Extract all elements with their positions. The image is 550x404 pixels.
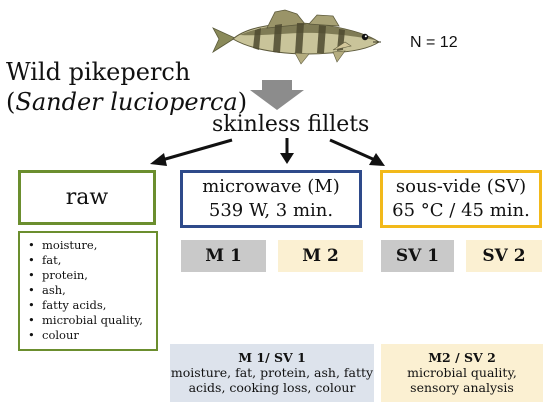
arrow-to-raw — [150, 138, 233, 166]
grey-block-arrow-icon — [250, 80, 304, 110]
species-latin-name: (Sander lucioperca) — [6, 88, 247, 116]
arrow-to-microwave — [280, 138, 294, 164]
raw-label: raw — [65, 185, 109, 210]
subgroup-sv2: SV 2 — [466, 240, 542, 272]
latin-name-text: Sander lucioperca — [15, 88, 238, 116]
microwave-box: microwave (M) 539 W, 3 min. — [180, 170, 362, 228]
m2-sv2-analyses-panel: M2 / SV 2 microbial quality, sensory ana… — [381, 344, 543, 402]
sample-size-label: N = 12 — [410, 34, 458, 51]
list-item: fatty acids, — [26, 298, 152, 313]
list-item: microbial quality, — [26, 313, 152, 328]
subgroup-sv1: SV 1 — [381, 240, 454, 272]
panel-text-line: moisture, fat, protein, ash, fatty — [170, 365, 374, 380]
microwave-title: microwave (M) — [202, 176, 340, 197]
sous-vide-title: sous-vide (SV) — [395, 176, 527, 197]
subgroup-m1: M 1 — [181, 240, 266, 272]
panel-heading: M 1/ SV 1 — [238, 350, 306, 365]
list-item: ash, — [26, 283, 152, 298]
sous-vide-conditions: 65 °C / 45 min. — [392, 200, 530, 221]
raw-box: raw — [18, 170, 156, 225]
latin-open-paren: ( — [6, 88, 16, 116]
skinless-fillets-label: skinless fillets — [212, 112, 370, 137]
microwave-conditions: 539 W, 3 min. — [208, 200, 334, 221]
list-item: moisture, — [26, 238, 152, 253]
panel-text-line: sensory analysis — [410, 380, 514, 395]
species-common-name: Wild pikeperch — [6, 58, 191, 86]
arrow-to-sous-vide — [329, 138, 385, 166]
list-item: fat, — [26, 253, 152, 268]
list-item: colour — [26, 328, 152, 343]
sous-vide-box: sous-vide (SV) 65 °C / 45 min. — [380, 170, 542, 228]
subgroup-m2: M 2 — [278, 240, 363, 272]
pikeperch-fish-icon — [212, 9, 381, 65]
panel-heading: M2 / SV 2 — [428, 350, 496, 365]
list-item: protein, — [26, 268, 152, 283]
latin-close-paren: ) — [237, 88, 248, 116]
panel-text-line: acids, cooking loss, colour — [188, 380, 356, 395]
m1-sv1-analyses-panel: M 1/ SV 1 moisture, fat, protein, ash, f… — [170, 344, 374, 402]
raw-analyses-list: moisture, fat, protein, ash, fatty acids… — [18, 231, 158, 351]
panel-text-line: microbial quality, — [407, 365, 517, 380]
